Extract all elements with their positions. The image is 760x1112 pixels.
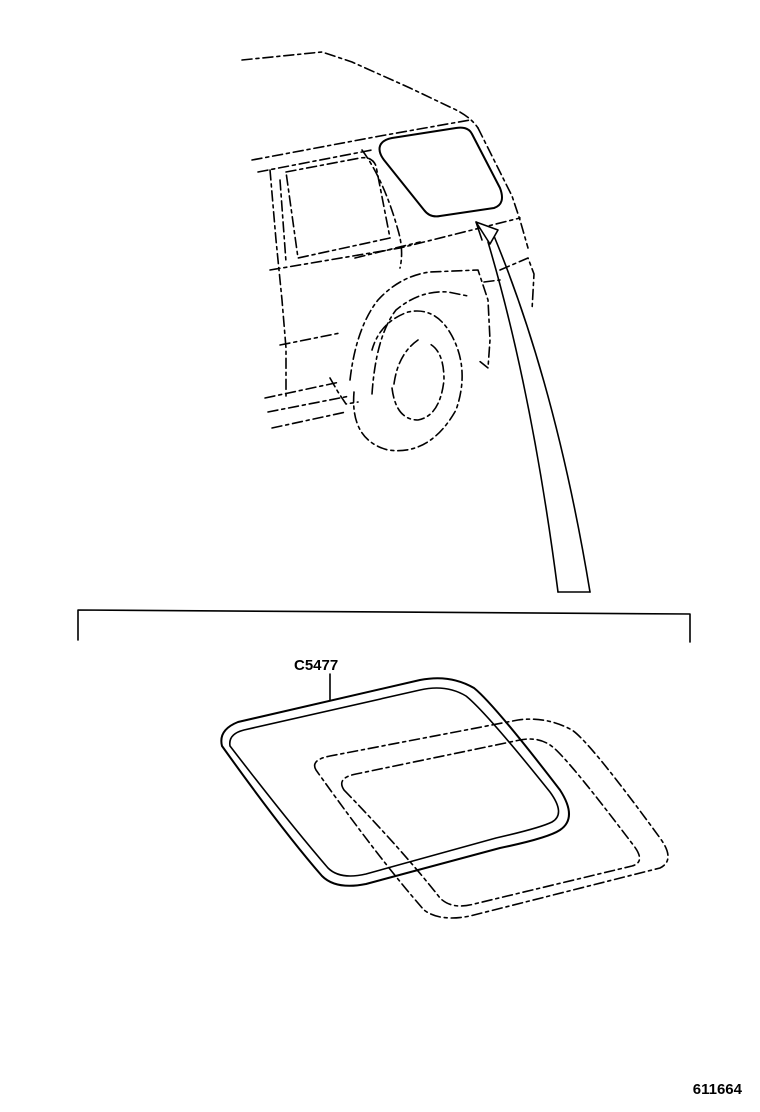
group-bracket <box>77 609 691 643</box>
leader-arrow <box>475 221 591 593</box>
vehicle-outline <box>241 51 535 452</box>
quarter-glass <box>313 718 669 919</box>
figure-number: 611664 <box>693 1081 743 1098</box>
part-number-label: C5477 <box>294 657 338 674</box>
quarter-window-location <box>378 126 503 218</box>
weatherstrip-c5477 <box>220 677 570 887</box>
